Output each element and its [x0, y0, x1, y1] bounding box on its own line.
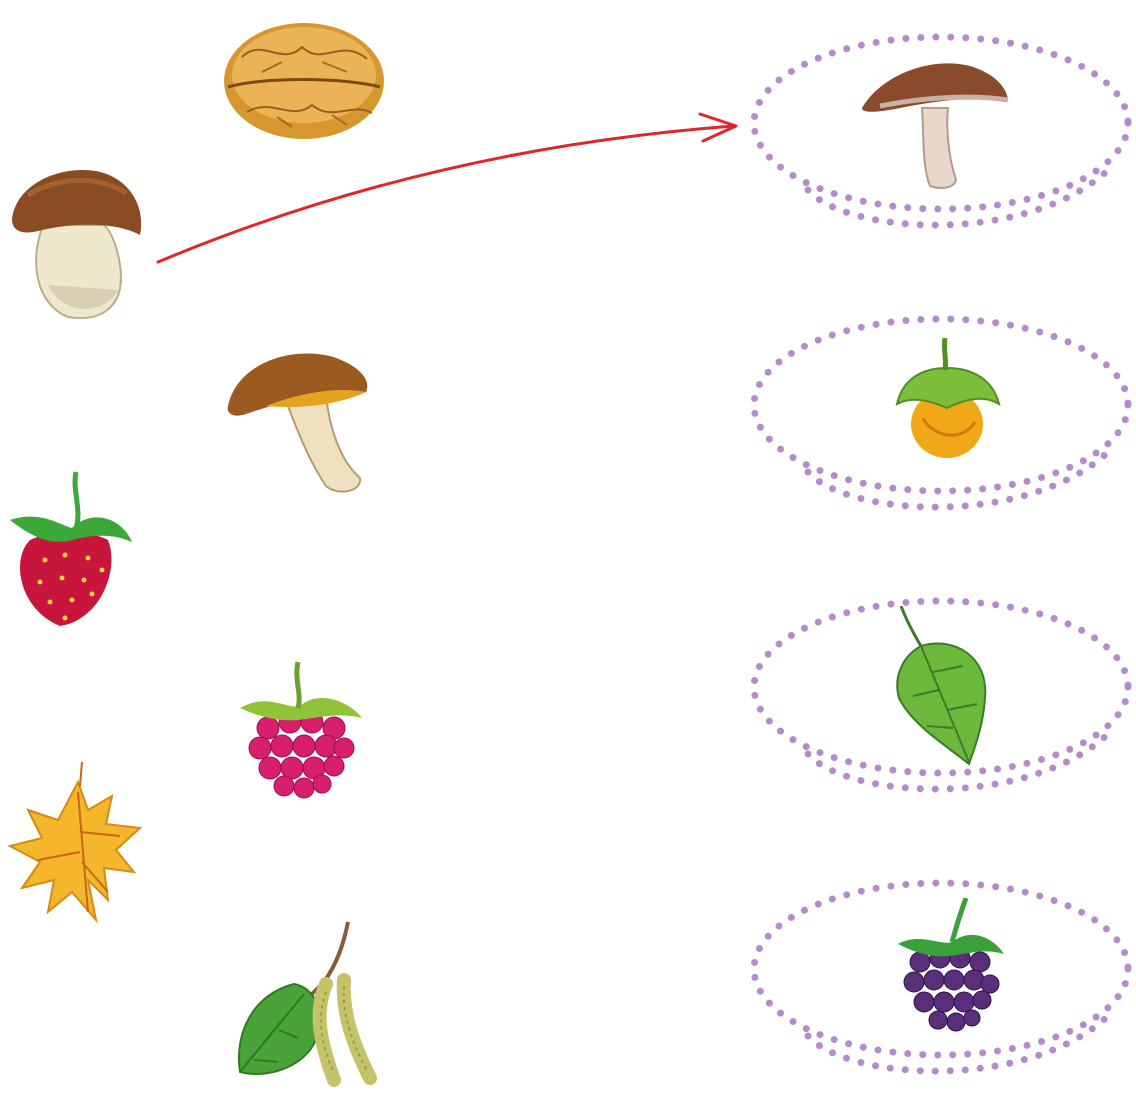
maple-leaf-icon: [8, 762, 146, 924]
porcini-mushroom-icon: [8, 165, 148, 323]
leaf-icon: [893, 606, 993, 766]
mushroom-basket[interactable]: [748, 30, 1136, 260]
walnut-icon: [222, 17, 387, 142]
nut-basket[interactable]: [748, 312, 1136, 542]
porcini-mushroom-item[interactable]: [8, 165, 148, 323]
boletus-mushroom-item[interactable]: [226, 346, 371, 496]
raspberry-item[interactable]: [238, 660, 363, 802]
mushroom-icon: [860, 56, 1010, 191]
walnut-item[interactable]: [222, 17, 387, 142]
berry-basket[interactable]: [748, 876, 1136, 1106]
blackberry-icon: [896, 898, 1006, 1038]
leaf-basket[interactable]: [748, 594, 1136, 824]
maple-leaf-item[interactable]: [8, 762, 146, 924]
strawberry-icon: [10, 470, 135, 630]
birch-branch-icon: [234, 922, 384, 1084]
hazelnut-icon: [893, 338, 1003, 466]
strawberry-item[interactable]: [10, 470, 135, 630]
birch-branch-item[interactable]: [234, 922, 384, 1084]
boletus-mushroom-icon: [226, 346, 371, 496]
raspberry-icon: [238, 660, 363, 802]
